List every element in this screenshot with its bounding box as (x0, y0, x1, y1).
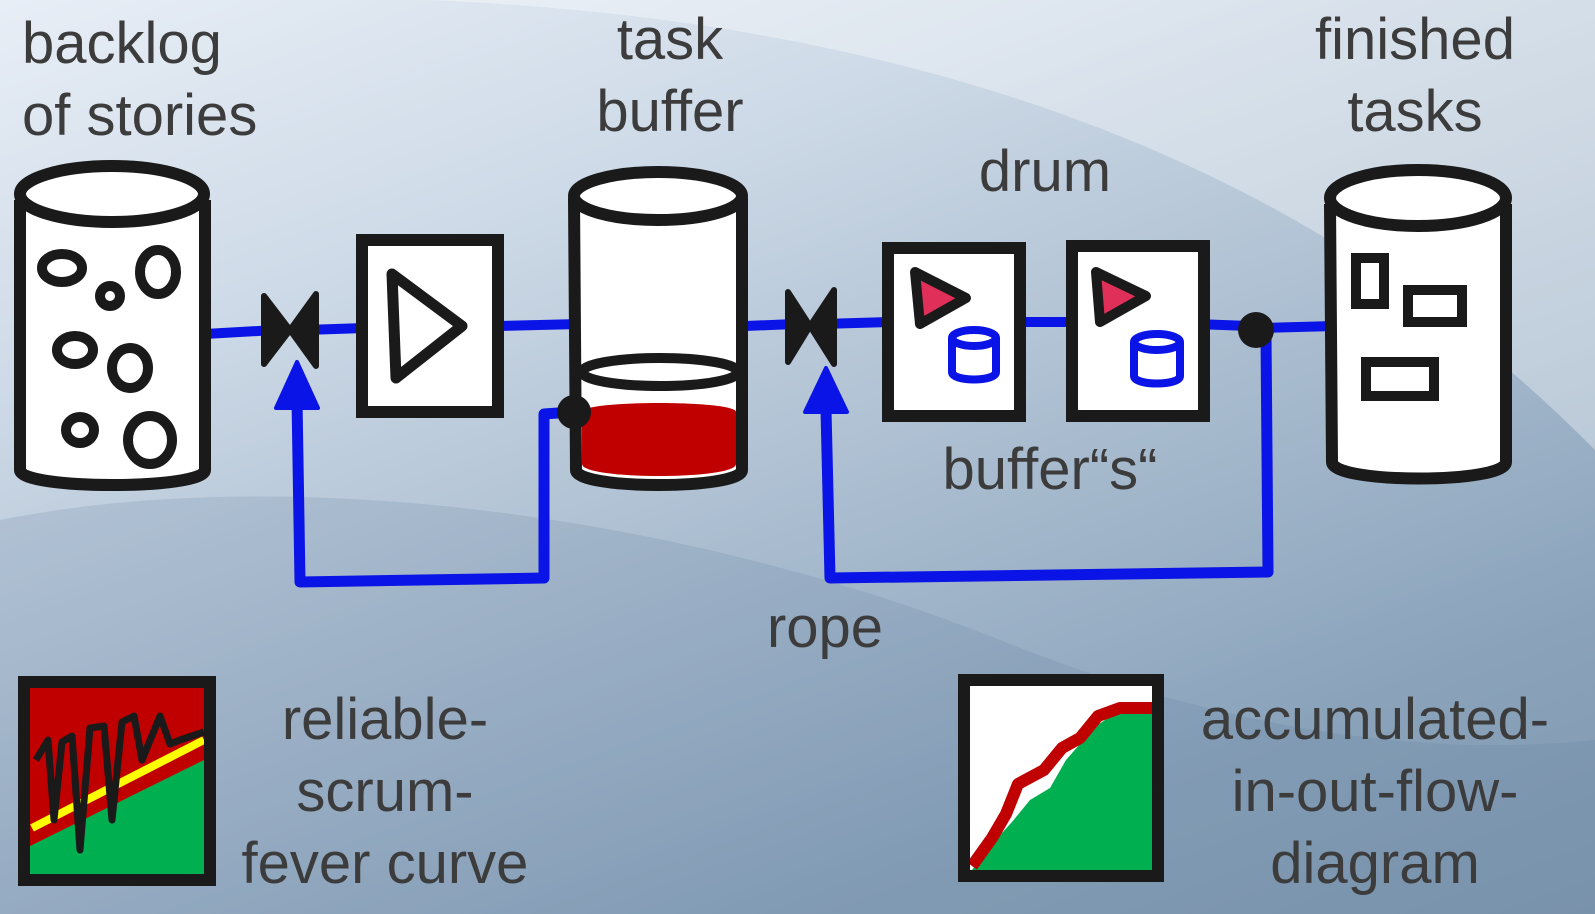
buffers-label: buffer“s“ (942, 437, 1158, 502)
task-buffer-label: task buffer (596, 7, 744, 144)
drum-label: drum (978, 139, 1112, 204)
finished-cylinder-icon (1324, 164, 1512, 485)
valve-icon (261, 291, 319, 369)
drum-station-icon (882, 242, 1026, 422)
valve-icon (785, 287, 837, 367)
backlog-cylinder-icon (14, 160, 211, 491)
fever-curve-label: reliable- scrum- fever curve (241, 687, 529, 896)
fever-chart-icon (18, 676, 216, 886)
drum-station-icon (1066, 240, 1210, 422)
buffer-cylinder-icon (557, 166, 748, 491)
rope-arrow-left (274, 360, 320, 410)
flow-line (200, 317, 1340, 339)
backlog-label: backlog of stories (22, 11, 258, 148)
rope-loop-left (291, 394, 578, 588)
rope-label: rope (766, 595, 884, 660)
rope-knot (1238, 312, 1274, 348)
rope-loop-right (820, 329, 1274, 584)
rope-arrow-right (803, 366, 849, 414)
flow-diagram-label: accumulated- in-out-flow- diagram (1200, 687, 1550, 896)
flow-chart-icon (958, 674, 1164, 882)
finished-tasks-label: finished tasks (1315, 7, 1515, 144)
play-icon (356, 234, 504, 418)
